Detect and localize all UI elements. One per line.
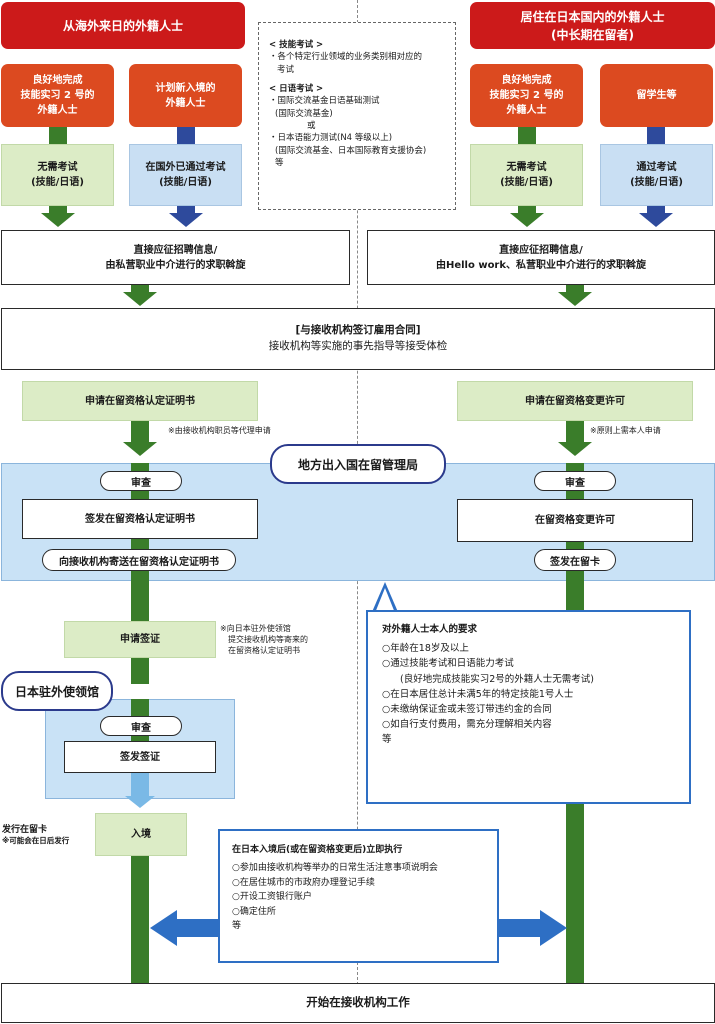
down-arrow-icon [639, 213, 673, 227]
left-arrow-icon [150, 910, 177, 946]
flow-line [131, 581, 149, 621]
skill-exam-title: < 技能考试 > [269, 40, 324, 50]
arrow-shaft [566, 285, 584, 293]
arrow-shaft [647, 206, 665, 214]
right-recruitment-box: 直接应征招聘信息/由Hello work、私营职业中介进行的求职斡旋 [367, 230, 715, 285]
arrow-shaft [566, 421, 584, 443]
requirement-item: ○年龄在18岁及以上 [382, 643, 469, 655]
left-arrow-shaft [175, 919, 220, 937]
right-passed-exam-box: 通过考试(技能/日语) [600, 144, 713, 206]
after-entry-item: ○参加由接收机构等举办的日常生活注意事项说明会 [232, 863, 438, 874]
immigration-bureau-label: 地方出入国在留管理局 [270, 444, 446, 484]
down-arrow-icon [558, 292, 592, 306]
right-apply-change-box: 申请在留资格变更许可 [457, 381, 693, 421]
requirement-item: ○未缴纳保证金或未签订带违约金的合同 [382, 703, 552, 715]
after-entry-box: 在日本入境后(或在留资格变更后)立即执行 ○参加由接收机构等举办的日常生活注意事… [218, 829, 499, 963]
right-technical-intern-box: 良好地完成技能实习 2 号的外籍人士 [470, 64, 583, 127]
down-arrow-icon [510, 213, 544, 227]
right-arrow-shaft [497, 919, 542, 937]
requirement-item: 等 [382, 734, 392, 746]
connector [177, 127, 195, 144]
right-student-box: 留学生等 [600, 64, 713, 127]
arrow-shaft [131, 421, 149, 443]
left-new-entry-box: 计划新入境的外籍人士 [129, 64, 242, 127]
right-change-permit-box: 在留资格变更许可 [457, 499, 693, 542]
down-arrow-icon [41, 213, 75, 227]
visa-apply-box: 申请签证 [64, 621, 216, 658]
requirement-item: (良好地完成技能实习2号的外籍人士无需考试) [400, 673, 594, 685]
connector [518, 127, 536, 144]
left-header: 从海外来日的外籍人士 [1, 2, 245, 49]
residence-card-note: 发行在留卡 ※可能会在日后发行 [2, 825, 70, 846]
left-recruitment-box: 直接应征招聘信息/由私营职业中介进行的求职斡旋 [1, 230, 350, 285]
arrow-shaft [131, 773, 149, 797]
visa-apply-note: ※向日本驻外使领馆 提交接收机构等寄来的 在留资格认定证明书 [220, 624, 308, 655]
down-arrow-icon [558, 442, 592, 456]
start-work-box: 开始在接收机构工作 [1, 983, 715, 1023]
exam-info-box: < 技能考试 > ・各个特定行业领域的业务类别相对应的 考试 < 日语考试 > … [258, 22, 456, 210]
after-entry-item: ○开设工资银行账户 [232, 892, 312, 903]
embassy-review-pill: 审查 [100, 716, 182, 736]
left-send-certificate-pill: 向接收机构寄送在留资格认定证明书 [42, 549, 236, 571]
down-arrow-icon [169, 213, 203, 227]
left-passed-abroad-box: 在国外已通过考试(技能/日语) [129, 144, 242, 206]
down-arrow-icon [125, 796, 155, 808]
right-apply-note: ※原则上需本人申请 [590, 426, 661, 435]
left-review-pill: 审查 [100, 471, 182, 491]
arrow-shaft [518, 206, 536, 214]
left-apply-certificate-box: 申请在留资格认定证明书 [22, 381, 258, 421]
issue-visa-box: 签发签证 [64, 741, 216, 773]
right-header: 居住在日本国内的外籍人士 (中长期在留者) [470, 2, 715, 49]
arrow-shaft [49, 206, 67, 214]
arrow-shaft [177, 206, 195, 214]
left-technical-intern-box: 良好地完成技能实习 2 号的外籍人士 [1, 64, 114, 127]
arrow-shaft [131, 285, 149, 293]
down-arrow-icon [123, 292, 157, 306]
after-entry-item: ○在居住城市的市政府办理登记手续 [232, 877, 375, 888]
down-arrow-icon [123, 442, 157, 456]
after-entry-title: 在日本入境后(或在留资格变更后)立即执行 [232, 845, 403, 855]
flow-line [131, 856, 149, 983]
japanese-exam-title: < 日语考试 > [269, 83, 324, 94]
right-no-exam-box: 无需考试(技能/日语) [470, 144, 583, 206]
requirements-box: 对外籍人士本人的要求 ○年龄在18岁及以上 ○通过技能考试和日语能力考试 (良好… [366, 610, 691, 804]
right-review-pill: 审查 [534, 471, 616, 491]
connector [647, 127, 665, 144]
employment-contract-box: [与接收机构签订雇用合同] 接收机构等实施的事先指导等接受体检 [1, 308, 715, 370]
left-apply-note: ※由接收机构职员等代理申请 [168, 426, 271, 435]
flow-line [131, 658, 149, 684]
requirement-item: ○如自行支付费用，需充分理解相关内容 [382, 719, 552, 731]
entry-box: 入境 [95, 813, 187, 856]
requirement-item: ○通过技能考试和日语能力考试 [382, 658, 514, 670]
requirements-pointer-inner [375, 588, 395, 613]
after-entry-item: ○确定住所 [232, 906, 276, 917]
after-entry-item: 等 [232, 920, 242, 931]
requirements-title: 对外籍人士本人的要求 [382, 624, 478, 635]
right-arrow-icon [540, 910, 567, 946]
requirement-item: ○在日本居住总计未满5年的特定技能1号人士 [382, 688, 574, 700]
connector [49, 127, 67, 144]
embassy-label: 日本驻外使领馆 [1, 671, 113, 711]
left-no-exam-box: 无需考试(技能/日语) [1, 144, 114, 206]
right-issue-card-pill: 签发在留卡 [534, 549, 616, 571]
left-issue-certificate-box: 签发在留资格认定证明书 [22, 499, 258, 539]
